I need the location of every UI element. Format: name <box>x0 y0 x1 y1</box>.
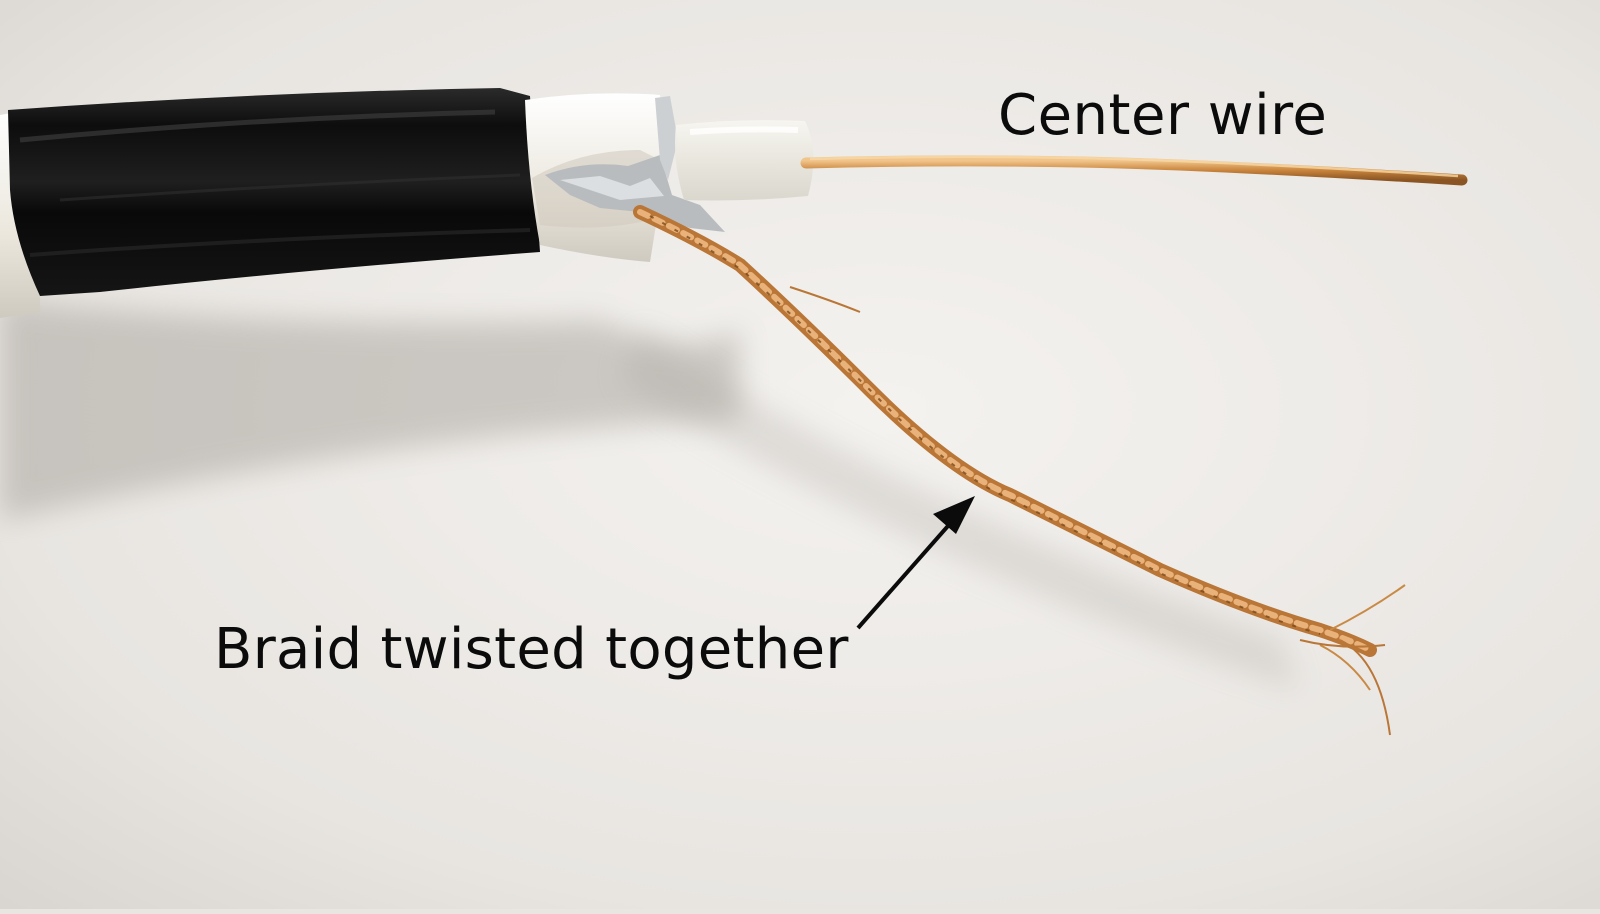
annotation-arrowhead <box>933 496 975 534</box>
center-wire-label: Center wire <box>998 83 1328 148</box>
braid-label: Braid twisted together <box>214 617 849 682</box>
annotation-arrow-shaft <box>856 516 957 630</box>
